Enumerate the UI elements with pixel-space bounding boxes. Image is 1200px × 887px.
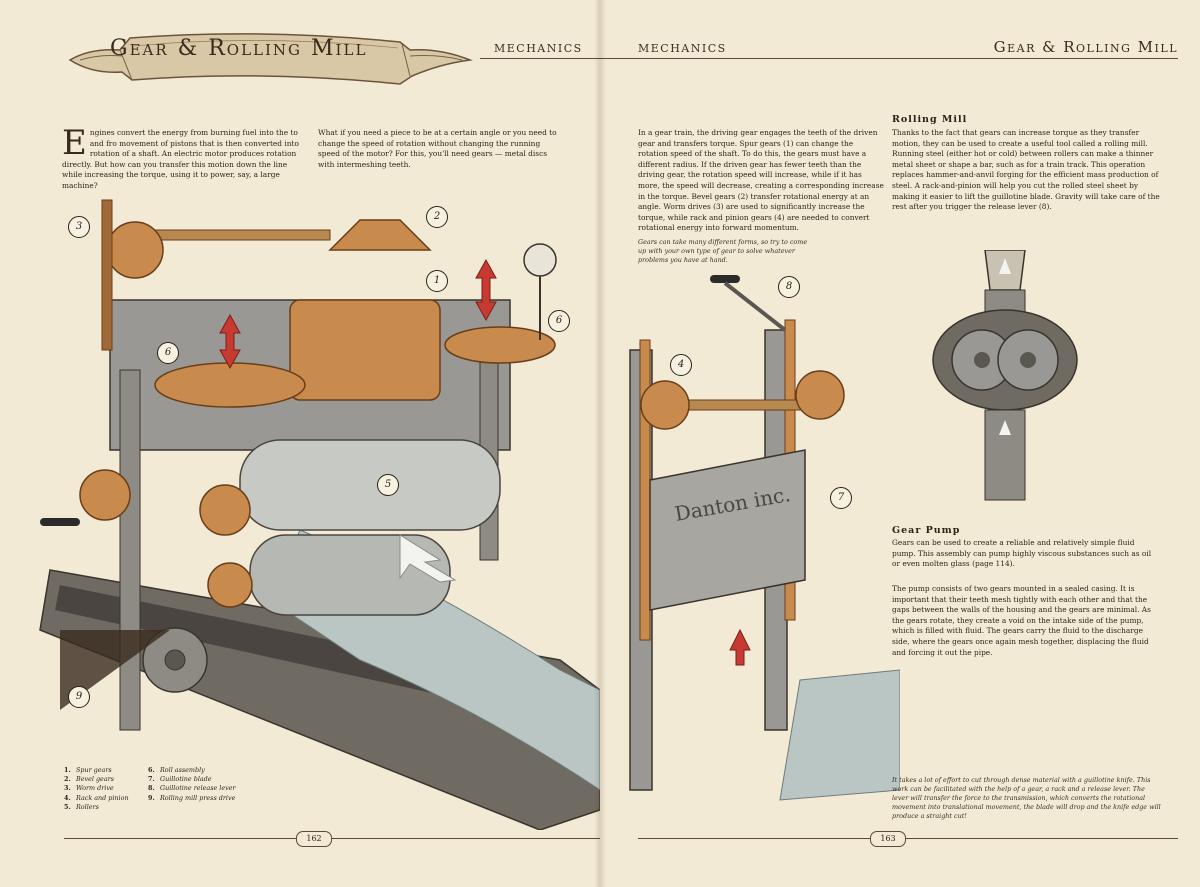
rolling-mill-paragraph: Thanks to the fact that gears can increa… <box>892 128 1160 212</box>
intro-paragraph-2: What if you need a piece to be at a cert… <box>318 128 557 169</box>
callout-7: 7 <box>830 487 852 509</box>
legend-item: 1.Spur gears <box>64 766 112 774</box>
legend-item: 8.Guillotine release lever <box>148 784 236 793</box>
callout-1: 1 <box>426 270 448 292</box>
caption-bottom: It takes a lot of effort to cut through … <box>892 776 1161 820</box>
legend-item: 4.Rack and pinion <box>64 793 129 802</box>
callout-8: 8 <box>778 276 800 298</box>
legend-item: 2.Bevel gears <box>64 775 114 784</box>
page-title: Gear & Rolling Mill <box>110 36 368 61</box>
callout-5: 5 <box>377 474 399 496</box>
rolling-mill-heading: Rolling Mill <box>892 114 968 125</box>
callout-9: 9 <box>68 686 90 708</box>
callout-3: 3 <box>68 216 90 238</box>
callout-6-left: 6 <box>157 342 179 364</box>
legend-item: 6.Roll assembly <box>148 766 205 774</box>
gear-pump-diagram <box>932 250 1078 501</box>
legend-item: 7.Guillotine blade <box>148 775 212 784</box>
legend-item: 5.Rollers <box>64 802 99 811</box>
page-number-left: 162 <box>296 831 332 847</box>
drop-cap: E <box>62 123 87 163</box>
page-title-right: Gear & Rolling Mill <box>993 38 1178 56</box>
legend-item: 3.Worm drive <box>64 784 114 793</box>
callout-6-right: 6 <box>548 310 570 332</box>
gear-pump-paragraph-2: The pump consists of two gears mounted i… <box>892 584 1151 657</box>
rolling-mill-illustration <box>39 199 600 830</box>
guillotine-illustration <box>629 275 900 801</box>
legend-column-1: 1.Spur gears 2.Bevel gears 3.Worm drive … <box>64 766 144 812</box>
footer-rule-right <box>638 838 1178 839</box>
gear-pump-paragraph-1: Gears can be used to create a reliable a… <box>892 538 1152 569</box>
title-banner <box>68 33 473 85</box>
callout-2: 2 <box>426 206 448 228</box>
gear-train-paragraph: In a gear train, the driving gear engage… <box>638 128 884 233</box>
caption-top: Gears can take many different forms, so … <box>638 238 808 264</box>
legend-column-2: 6.Roll assembly 7.Guillotine blade 8.Gui… <box>148 766 258 803</box>
section-label: Mechanics <box>494 42 583 55</box>
section-label-right: Mechanics <box>638 42 727 55</box>
legend-item: 9.Rolling mill press drive <box>148 793 236 802</box>
callout-4: 4 <box>670 354 692 376</box>
right-page: Mechanics Gear & Rolling Mill In a gear … <box>600 0 1200 887</box>
page-number-right: 163 <box>870 831 906 847</box>
header-rule-right <box>600 58 1178 59</box>
header-rule <box>480 58 600 59</box>
footer-rule <box>64 838 600 839</box>
book-gutter <box>594 0 606 887</box>
gear-pump-heading: Gear Pump <box>892 525 961 536</box>
